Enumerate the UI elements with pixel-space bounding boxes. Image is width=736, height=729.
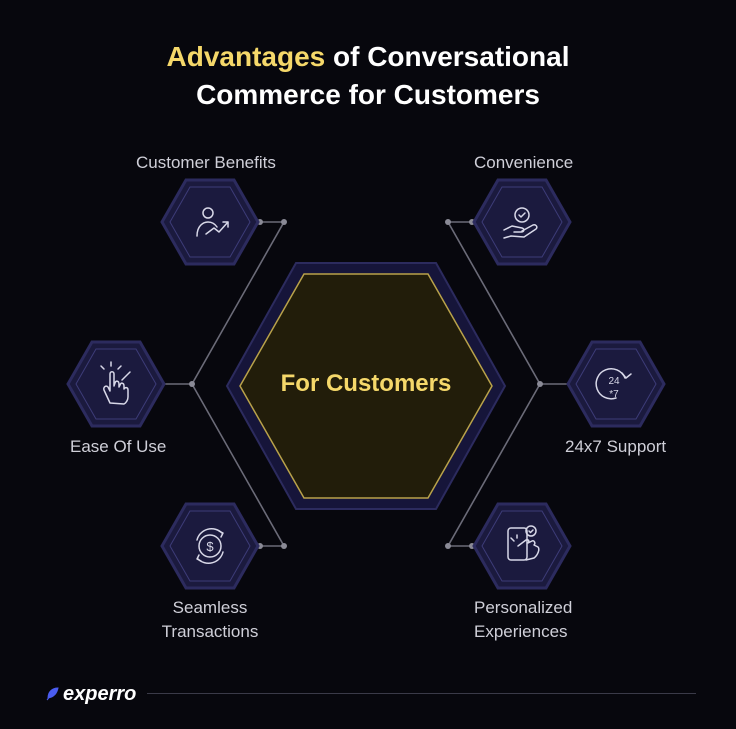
svg-text:$: $: [206, 539, 214, 554]
label-24x7-support: 24x7 Support: [565, 437, 667, 456]
label-seamless-line2: Transactions: [161, 622, 259, 641]
phone-tap-icon: [507, 525, 540, 561]
label-personalized-experiences: Personalized Experiences: [474, 596, 572, 644]
hand-check-icon: [503, 207, 538, 239]
hex-seamless-transactions: [160, 502, 260, 590]
title-rest: of Conversational: [325, 41, 570, 72]
title-highlight: Advantages: [166, 41, 326, 72]
brand-logo: experro: [44, 680, 136, 708]
dollar-cycle-icon: $: [196, 528, 224, 564]
label-personalized-line2: Experiences: [474, 622, 568, 641]
person-growth-icon: [196, 207, 229, 237]
hex-24x7-support: [566, 340, 666, 428]
svg-text:24: 24: [608, 376, 620, 387]
clock-24-7-icon: 24 *7: [595, 368, 632, 400]
label-personalized-line1: Personalized: [474, 598, 573, 617]
hand-tap-icon: [100, 361, 131, 405]
center-label: For Customers: [280, 370, 452, 397]
feather-icon: [46, 687, 59, 701]
center-hexagon: [225, 262, 507, 510]
label-ease-of-use: Ease Of Use: [70, 437, 167, 456]
hex-ease-of-use: [66, 340, 166, 428]
page-title: Advantages of Conversational Commerce fo…: [0, 38, 736, 114]
title-line2: Commerce for Customers: [196, 79, 540, 110]
brand-name: experro: [63, 682, 137, 705]
label-convenience: Convenience: [474, 153, 574, 172]
label-seamless-line1: Seamless: [172, 598, 248, 617]
hex-personalized-experiences: [472, 502, 572, 590]
label-customer-benefits: Customer Benefits: [136, 153, 276, 172]
svg-text:*7: *7: [609, 389, 619, 400]
footer-divider: [147, 693, 696, 694]
label-seamless-transactions: Seamless Transactions: [158, 596, 262, 644]
